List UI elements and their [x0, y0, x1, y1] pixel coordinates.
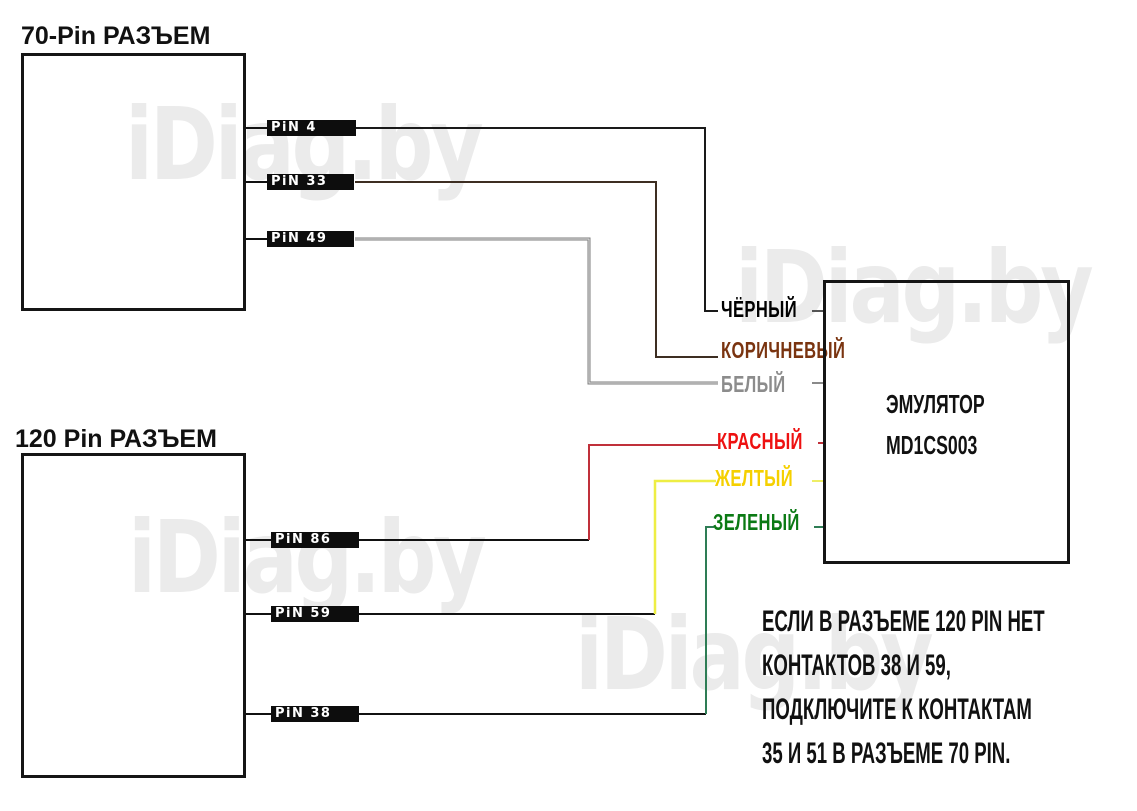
emulator-box: [823, 280, 1070, 564]
wire-white: [355, 237, 718, 385]
wire-label-brown: КОРИЧНЕВЫЙ: [721, 337, 846, 363]
wire-red: [588, 444, 718, 540]
watermark: iDiag.by: [575, 596, 934, 713]
pin-label: PiN 49: [267, 231, 354, 247]
wire-label-red: КРАСНЫЙ: [717, 428, 803, 454]
pin-label: PiN 33: [267, 174, 354, 190]
note-line: ПОДКЛЮЧИТЕ К КОНТАКТАМ: [762, 693, 1032, 726]
note-line: КОНТАКТОВ 38 И 59,: [762, 649, 951, 682]
note-line: 35 И 51 В РАЗЪЕМЕ 70 PIN.: [762, 737, 1011, 770]
wire-brown: [355, 181, 718, 358]
note-line: ЕСЛИ В РАЗЪЕМЕ 120 PIN НЕТ: [762, 605, 1045, 638]
watermark: iDiag.by: [128, 499, 487, 616]
wire-label-white: БЕЛЫЙ: [721, 371, 786, 397]
pin-label: PiN 86: [271, 532, 359, 548]
emulator-title: ЭМУЛЯТОР: [886, 389, 985, 419]
connector-120-box: [21, 453, 246, 778]
wire-black: [355, 127, 718, 312]
watermark: iDiag.by: [735, 229, 1094, 346]
connector-70-title: 70-Pin РАЗЪЕМ: [21, 22, 211, 50]
wire-yellow: [653, 479, 716, 614]
emulator-model: MD1CS003: [886, 430, 978, 460]
wire-label-black: ЧЁРНЫЙ: [721, 296, 797, 322]
note-text: ЕСЛИ В РАЗЪЕМЕ 120 PIN НЕТ КОНТАКТОВ 38 …: [762, 600, 1045, 776]
wire-green: [705, 526, 714, 714]
connector-70-box: [21, 53, 246, 311]
connector-120-title: 120 Pin РАЗЪЕМ: [15, 425, 217, 453]
pin-label: PiN 38: [271, 706, 359, 722]
pin-label: PiN 4: [267, 120, 356, 136]
wire-label-yellow: ЖЕЛТЫЙ: [715, 465, 794, 491]
pin-label: PiN 59: [271, 606, 359, 622]
wire-label-green: ЗЕЛЕНЫЙ: [713, 509, 800, 535]
